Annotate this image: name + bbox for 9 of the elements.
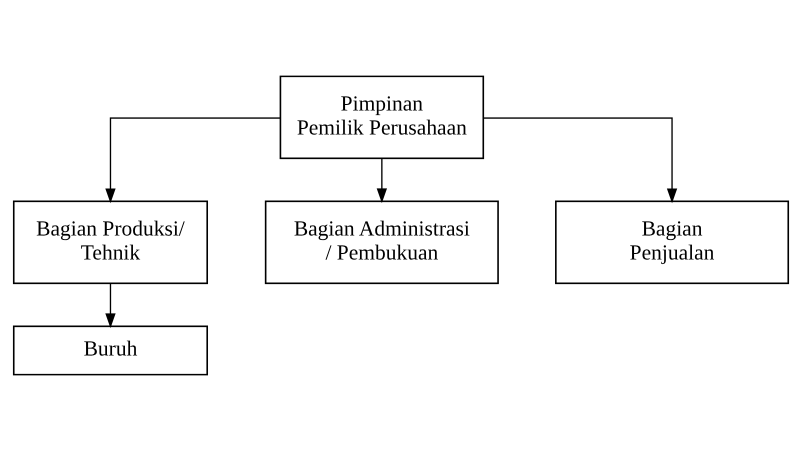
node-box: Pimpinan Pemilik Perusahaan xyxy=(280,75,484,159)
node-box: Bagian Administrasi / Pembukuan xyxy=(264,200,499,284)
node-box: Buruh xyxy=(12,324,208,375)
node-box: Bagian Produksi/ Tehnik xyxy=(12,200,208,284)
arrow xyxy=(105,283,116,328)
arrow xyxy=(483,116,678,203)
arrow xyxy=(105,116,280,203)
arrow xyxy=(376,158,388,203)
node-box: Bagian Penjualan xyxy=(555,200,790,284)
